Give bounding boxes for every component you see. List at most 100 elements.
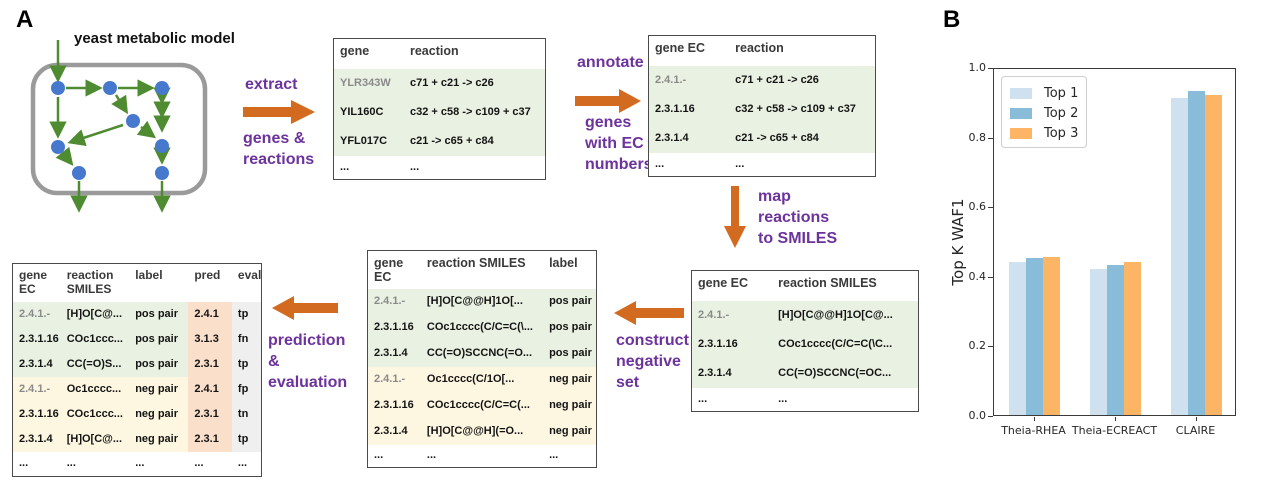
table-cell: [H]O[C@@H]1O[...: [420, 289, 544, 315]
map-step-label: map reactions to SMILES: [758, 186, 837, 249]
x-tick-mark: [1114, 417, 1116, 421]
table-cell: c71 + c21 -> c26: [403, 69, 545, 98]
table-cell: CC(=O)SCCNC(=O...: [420, 341, 544, 367]
table-cell: pos pair: [543, 341, 596, 367]
table-cell: Oc1cccc(C/1O[...: [420, 367, 544, 393]
y-tick-label: 0.6: [968, 200, 987, 214]
table-cell: CC(=O)SCCNC(=OC...: [772, 359, 918, 388]
table-cell: ...: [692, 388, 773, 411]
table-cell: ...: [420, 445, 544, 467]
table-cell: COc1cccc(C/C=C(\...: [420, 315, 544, 341]
y-tick-mark: [988, 276, 993, 278]
table-cell: 2.3.1.16: [692, 330, 773, 359]
table-cell: 2.3.1.4: [368, 341, 421, 367]
panel-b-label: B: [943, 6, 962, 33]
table-cell: COc1ccc...: [60, 402, 130, 427]
table-header-cell: reaction: [729, 36, 875, 66]
legend-item: Top 1: [1010, 83, 1080, 103]
metabolite-nodes: [51, 81, 169, 180]
table-header-cell: reaction SMILES: [772, 271, 918, 301]
table-cell: 2.3.1.16: [649, 95, 730, 124]
table-cell: ...: [231, 452, 261, 476]
table-cell: YIL160C: [334, 98, 404, 127]
annotate-step-label: annotate: [577, 54, 644, 71]
table-cell: 2.3.1.16: [13, 402, 61, 427]
y-tick-mark: [988, 137, 993, 139]
y-tick-mark: [988, 207, 993, 209]
table-cell: ...: [60, 452, 130, 476]
label-line: negative: [616, 353, 681, 370]
reaction-arrows: [49, 40, 171, 213]
table-cell: 2.3.1.4: [368, 419, 421, 445]
extract-step-sublabel: genes & reactions: [243, 128, 314, 170]
label-line: to SMILES: [758, 230, 838, 247]
table-header-cell: gene EC: [649, 36, 730, 66]
table-cell: 2.3.1: [188, 427, 232, 452]
table-cell: c21 -> c65 + c84: [403, 127, 545, 156]
table-cell: pos pair: [129, 302, 189, 327]
bar-top3-theia-rhea: [1043, 256, 1060, 415]
table-cell: ...: [403, 156, 545, 179]
label-line: evaluation: [268, 374, 348, 391]
bar-top2-claire: [1188, 91, 1205, 415]
label-line: map: [758, 188, 791, 205]
table-cell: fn: [231, 327, 261, 352]
table-cell: neg pair: [129, 377, 189, 402]
table-cell: [H]O[C@...: [60, 302, 130, 327]
extract-step-label: extract: [245, 76, 298, 93]
bar-top3-theia-ecreact: [1124, 261, 1141, 415]
table-cell: c32 + c58 -> c109 + c37: [729, 95, 875, 124]
table-cell: pos pair: [543, 315, 596, 341]
construct-arrow-icon: [614, 301, 684, 325]
bar-top1-theia-ecreact: [1090, 268, 1107, 415]
table-cell: [H]O[C@@H]1O[C@...: [772, 301, 918, 330]
table-cell: c32 + c58 -> c109 + c37: [403, 98, 545, 127]
table-cell: ...: [772, 388, 918, 411]
table-cell: fp: [231, 377, 261, 402]
table-cell: 2.4.1.-: [13, 377, 61, 402]
table-cell: 2.3.1.16: [13, 327, 61, 352]
y-tick-label: 0.8: [968, 130, 987, 144]
cell-boundary: [30, 62, 208, 196]
y-tick-label: 0.0: [968, 409, 987, 422]
y-tick-mark: [988, 416, 993, 417]
table-header-cell: pred: [188, 264, 232, 302]
bar-top2-theia-rhea: [1026, 258, 1043, 415]
y-tick-mark: [988, 68, 993, 69]
table-cell: c71 + c21 -> c26: [729, 66, 875, 95]
construct-step-label: construct negative set: [616, 330, 689, 393]
table-cell: 2.3.1.4: [692, 359, 773, 388]
yeast-model-diagram: [30, 40, 208, 213]
table-cell: ...: [368, 445, 421, 467]
bar-top2-theia-ecreact: [1107, 265, 1124, 415]
table-cell: [H]O[C@@H](=O...: [420, 419, 544, 445]
table-cell: ...: [13, 452, 61, 476]
table-cell: neg pair: [543, 367, 596, 393]
label-line: reactions: [243, 151, 315, 168]
table-header-cell: reaction SMILES: [420, 251, 544, 289]
table-row: ......: [692, 388, 918, 411]
table-cell: 2.4.1.-: [368, 289, 421, 315]
label-line: set: [616, 374, 640, 391]
table-cell: 2.4.1.-: [692, 301, 773, 330]
table-cell: [H]O[C@...: [60, 427, 130, 452]
prediction-arrow-icon: [272, 296, 338, 320]
table-cell: COc1cccc(C/C=C(\C...: [772, 330, 918, 359]
table-cell: COc1cccc(C/C=C(...: [420, 393, 544, 419]
diagram-title: yeast metabolic model: [74, 30, 235, 47]
label-line: numbers: [585, 156, 653, 173]
